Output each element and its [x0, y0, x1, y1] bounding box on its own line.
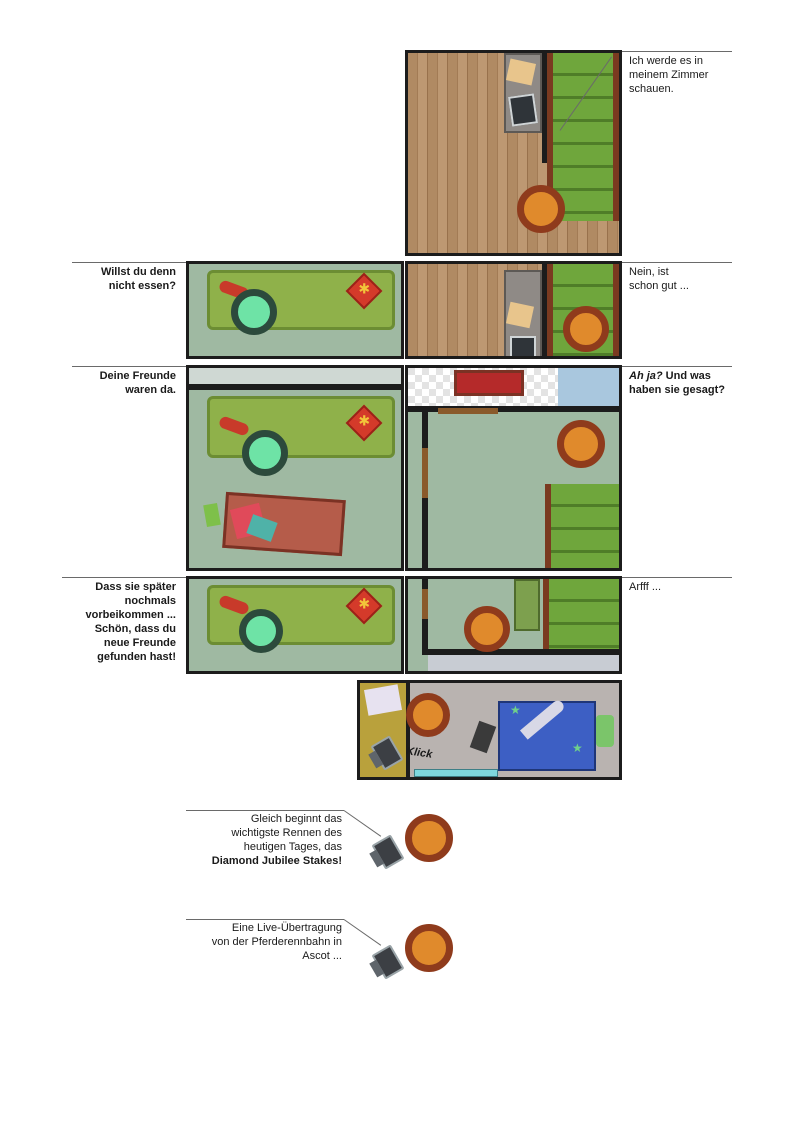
- caption-dass-sie: Dass sie später nochmals vorbeikommen ..…: [56, 580, 176, 664]
- caption-rule: [186, 810, 344, 811]
- player-token: [464, 606, 510, 652]
- player-token: [563, 306, 609, 352]
- parent-token: [242, 430, 288, 476]
- caption-ich-werde: Ich werde es in meinem Zimmer schauen.: [629, 55, 709, 95]
- tv-icon: [371, 944, 405, 980]
- caption-rule: [622, 577, 732, 578]
- door: [422, 448, 428, 498]
- line: haben sie gesagt?: [629, 384, 725, 396]
- player-token: [517, 185, 565, 233]
- door: [438, 408, 498, 414]
- player-token: [405, 814, 453, 862]
- caption-rule: [622, 51, 732, 52]
- caption-pointer: [343, 919, 382, 946]
- tv-icon: [371, 834, 405, 870]
- panel-bedroom: Klick ★ ★: [357, 680, 622, 780]
- wall-strip: [189, 368, 401, 384]
- line: Und was: [662, 370, 711, 382]
- wall: [408, 406, 619, 412]
- laptop-icon: [508, 93, 538, 127]
- caption-deine-freunde: Deine Freunde waren da.: [60, 369, 176, 397]
- pillow: [596, 715, 614, 747]
- panel-living-room-2: [186, 365, 404, 571]
- line: Deine Freunde: [99, 370, 176, 382]
- stairs: [545, 484, 619, 568]
- caption-willst-du: Willst du denn nicht essen?: [60, 265, 176, 293]
- panel-living-room-1: [186, 261, 404, 359]
- caption-rule: [186, 919, 344, 920]
- red-rug: [454, 370, 524, 396]
- laptop-icon: [510, 336, 536, 356]
- player-token: [557, 420, 605, 468]
- parent-token: [239, 609, 283, 653]
- panel-hall-2: [405, 576, 622, 674]
- wall: [189, 384, 401, 390]
- caption-eine-live: Eine Live-Übertragung von der Pferderenn…: [178, 921, 342, 963]
- star-icon: ★: [510, 703, 521, 717]
- caption-gleich-beginnt: Gleich beginnt das wichtigste Rennen des…: [178, 812, 342, 868]
- line: neue Freunde: [103, 637, 176, 649]
- line: schon gut ...: [629, 280, 689, 292]
- caption-rule: [622, 262, 732, 263]
- caption-pointer: [343, 810, 382, 837]
- italic-text: Ah ja?: [629, 370, 663, 382]
- caption-rule: [72, 366, 186, 367]
- blue-area: [558, 368, 619, 406]
- bold-text: Diamond Jubilee Stakes!: [211, 855, 342, 867]
- caption-nein: Nein, ist schon gut ...: [629, 265, 734, 293]
- caption-ah-ja: Ah ja? Und was haben sie gesagt?: [629, 369, 739, 397]
- wall: [542, 53, 547, 163]
- panel-hall: [405, 365, 622, 571]
- clothes: [469, 720, 497, 754]
- player-token: [406, 693, 450, 737]
- line: wichtigste Rennen des: [231, 827, 342, 839]
- line: von der Pferderennbahn in: [211, 936, 342, 948]
- panel-living-room-3: [186, 576, 404, 674]
- line: Ascot ...: [302, 950, 342, 962]
- line: gefunden hast!: [97, 651, 176, 663]
- panel-hallway-stairs: [405, 50, 622, 256]
- lower-floor: [428, 655, 619, 671]
- parent-token: [231, 289, 277, 335]
- rug: [514, 579, 540, 631]
- caption-rule: [72, 262, 186, 263]
- line: Eine Live-Übertragung: [231, 922, 342, 934]
- books: [203, 502, 221, 528]
- line: heutigen Tages, das: [243, 841, 342, 853]
- line: Gleich beginnt das: [250, 813, 342, 825]
- wall: [406, 683, 410, 777]
- line: nicht essen?: [108, 280, 176, 292]
- wall: [422, 649, 619, 655]
- line: Willst du denn: [100, 266, 176, 278]
- line: Schön, dass du: [94, 623, 176, 635]
- caption-rule: [622, 366, 732, 367]
- line: nochmals: [124, 595, 176, 607]
- stairs: [543, 579, 619, 649]
- star-icon: ★: [572, 741, 583, 755]
- panel-hallway-2: [405, 261, 622, 359]
- player-token: [405, 924, 453, 972]
- map-paper: [505, 301, 535, 329]
- line: vorbeikommen ...: [85, 609, 176, 621]
- line: Dass sie später: [95, 581, 176, 593]
- door: [422, 589, 428, 619]
- line: waren da.: [125, 384, 176, 396]
- line: Nein, ist: [629, 266, 669, 278]
- window: [414, 769, 498, 777]
- caption-arfff: Arfff ...: [629, 581, 661, 593]
- wall: [542, 264, 547, 356]
- caption-rule: [62, 577, 186, 578]
